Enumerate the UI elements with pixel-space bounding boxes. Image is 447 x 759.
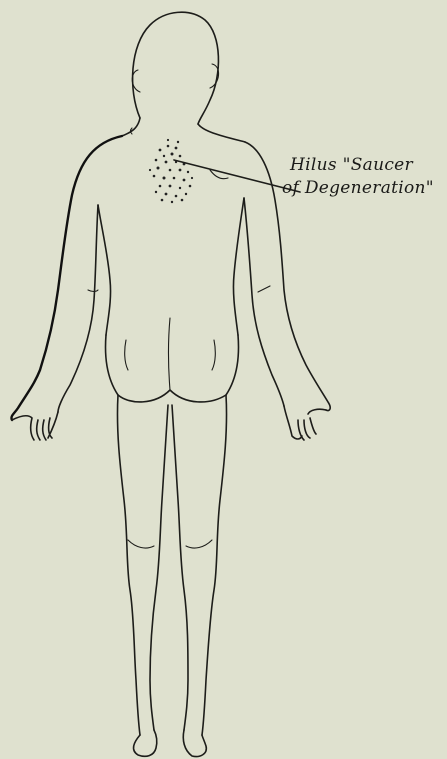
right-elbow-mark bbox=[258, 286, 270, 292]
left-elbow-mark bbox=[88, 290, 98, 292]
left-foot bbox=[134, 730, 157, 756]
head-outline bbox=[133, 12, 219, 124]
right-leg-inner bbox=[172, 405, 188, 730]
buttocks-curve bbox=[118, 390, 226, 402]
right-arm-inner bbox=[244, 198, 284, 406]
torso-right-side bbox=[233, 198, 244, 335]
left-hand bbox=[12, 412, 58, 440]
saucer-stipple-region bbox=[149, 139, 193, 203]
left-knee-mark bbox=[128, 540, 154, 548]
lower-back-mark bbox=[125, 340, 216, 370]
left-arm-inner bbox=[58, 205, 98, 412]
gluteal-cleft bbox=[169, 318, 171, 390]
right-knee-mark bbox=[186, 540, 212, 548]
left-leg-inner bbox=[150, 405, 168, 730]
annotation-label-line2: of Degeneration" bbox=[282, 178, 434, 198]
left-leg-outer bbox=[117, 395, 140, 735]
torso-left-side bbox=[98, 205, 111, 335]
right-leg-outer bbox=[202, 395, 227, 735]
neck-right bbox=[198, 124, 245, 142]
right-hand bbox=[284, 406, 326, 440]
left-shoulder-arm bbox=[11, 136, 122, 420]
annotation-label-line1: Hilus "Saucer bbox=[290, 155, 413, 175]
